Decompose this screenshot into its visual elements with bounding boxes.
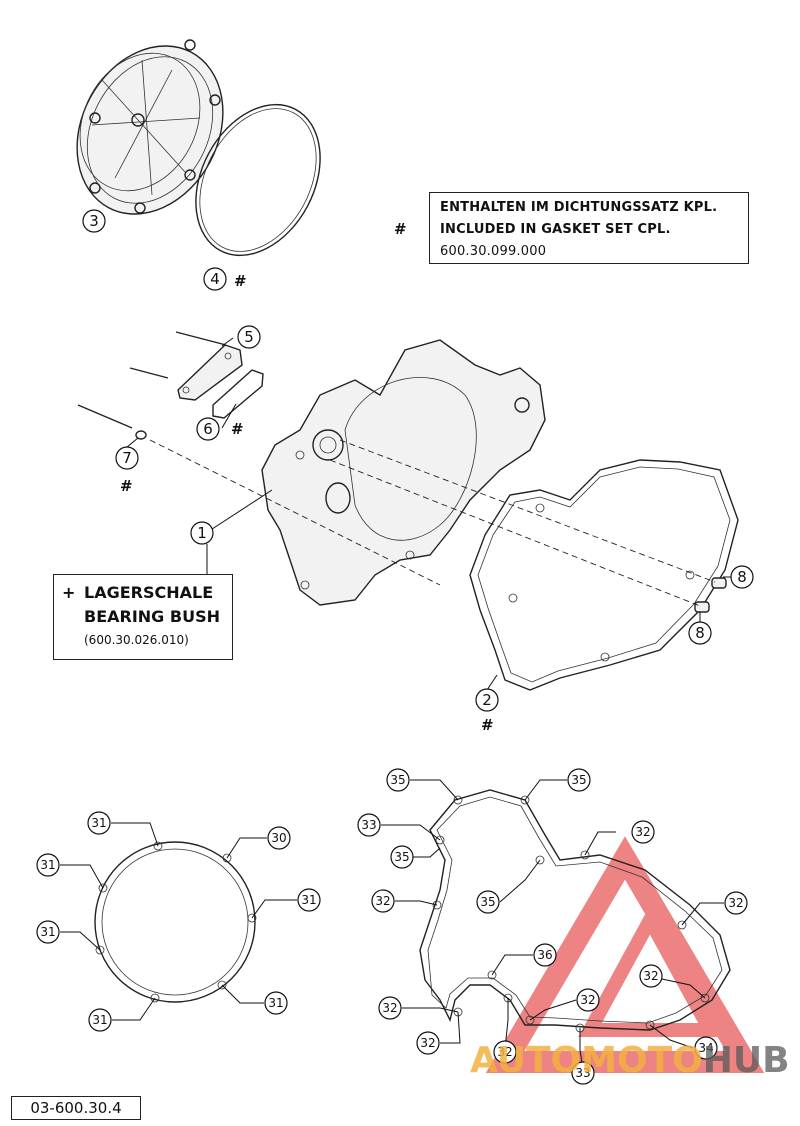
svg-text:32: 32 — [382, 1001, 397, 1015]
callout-30: 30 — [267, 826, 291, 850]
assembly-axis-lines — [149, 439, 716, 607]
gasket-set-note-line2: INCLUDED IN GASKET SET CPL. — [440, 222, 671, 237]
callout-32-inner: 32 — [576, 988, 600, 1012]
svg-text:31: 31 — [40, 925, 55, 939]
outer-clutch-cover — [76, 39, 224, 215]
svg-text:31: 31 — [268, 996, 283, 1010]
callout-31-right: 31 — [297, 888, 321, 912]
callout-7: 7 — [115, 446, 139, 470]
svg-text:1: 1 — [197, 524, 207, 542]
document-number: 03-600.30.4 — [11, 1096, 141, 1120]
hash-marker-7: # — [120, 477, 133, 495]
callout-6: 6 — [196, 417, 220, 441]
svg-text:33: 33 — [575, 1066, 590, 1080]
svg-text:8: 8 — [695, 624, 705, 642]
svg-text:5: 5 — [244, 328, 254, 346]
leader-lines — [60, 337, 732, 1071]
watermark-text-part1: AUTOMOTO — [470, 1040, 703, 1081]
svg-text:35: 35 — [394, 850, 409, 864]
plus-marker: + — [62, 583, 76, 602]
callout-2: 2 — [475, 688, 499, 712]
svg-text:31: 31 — [91, 816, 106, 830]
svg-text:34: 34 — [698, 1041, 713, 1055]
svg-text:31: 31 — [301, 893, 316, 907]
hash-marker-4: # — [234, 272, 247, 290]
callout-32-lower-left: 32 — [378, 996, 402, 1020]
hash-marker-6: # — [231, 420, 244, 438]
cover-o-ring — [195, 103, 321, 257]
gasket-set-note-line1: ENTHALTEN IM DICHTUNGSSATZ KPL. — [440, 200, 718, 215]
bolt-and-washer — [77, 404, 147, 440]
svg-text:32: 32 — [420, 1036, 435, 1050]
svg-text:32: 32 — [375, 894, 390, 908]
callout-31-bottom: 31 — [88, 1008, 112, 1032]
callout-35-top-left: 35 — [386, 768, 410, 792]
svg-text:32: 32 — [728, 896, 743, 910]
callout-34: 34 — [694, 1036, 718, 1060]
bearing-bush-note-line1: LAGERSCHALE — [84, 583, 214, 602]
callout-31-left-lower: 31 — [36, 920, 60, 944]
svg-text:31: 31 — [92, 1013, 107, 1027]
main-engine-cover — [261, 339, 546, 606]
svg-text:32: 32 — [643, 969, 658, 983]
bearing-bush-note: + LAGERSCHALE BEARING BUSH (600.30.026.01… — [53, 574, 233, 660]
callout-32-bottom: 32 — [493, 1040, 517, 1064]
callout-32-upper-right: 32 — [631, 820, 655, 844]
svg-text:4: 4 — [210, 270, 220, 288]
bearing-bush-note-number: (600.30.026.010) — [84, 633, 189, 647]
callout-8-upper: 8 — [730, 565, 754, 589]
callout-32-right: 32 — [724, 891, 748, 915]
bearing-bush-note-line2: BEARING BUSH — [84, 607, 220, 626]
svg-text:31: 31 — [40, 858, 55, 872]
callout-32-left: 32 — [371, 889, 395, 913]
svg-text:32: 32 — [497, 1045, 512, 1059]
callout-31-top: 31 — [87, 811, 111, 835]
svg-text:35: 35 — [390, 773, 405, 787]
watermark-text-part2: HUB — [702, 1040, 790, 1081]
hash-marker-2: # — [481, 716, 494, 734]
callout-4: 4 — [203, 267, 227, 291]
dowel-pins — [694, 577, 727, 613]
svg-text:33: 33 — [361, 818, 376, 832]
callout-3: 3 — [82, 209, 106, 233]
svg-text:32: 32 — [635, 825, 650, 839]
callout-32-bottom-left: 32 — [416, 1031, 440, 1055]
clutch-cover-gasket-ring — [94, 841, 257, 1003]
watermark-text: AUTOMOTOHUB — [470, 1040, 790, 1081]
svg-text:35: 35 — [480, 895, 495, 909]
callout-35-top-right: 35 — [567, 768, 591, 792]
svg-text:2: 2 — [482, 691, 492, 709]
callout-1: 1 — [190, 521, 214, 545]
gasket-set-note-number: 600.30.099.000 — [440, 244, 547, 259]
svg-text:32: 32 — [580, 993, 595, 1007]
svg-text:8: 8 — [737, 568, 747, 586]
callout-31-left-upper: 31 — [36, 853, 60, 877]
callout-35-center: 35 — [476, 890, 500, 914]
callout-8-lower: 8 — [688, 621, 712, 645]
svg-text:7: 7 — [122, 449, 132, 467]
gasket-set-markers: # # # # # — [120, 220, 494, 734]
callout-35-left: 35 — [390, 845, 414, 869]
callout-33-upper: 33 — [357, 813, 381, 837]
svg-text:35: 35 — [571, 773, 586, 787]
callout-5: 5 — [237, 325, 261, 349]
callout-32-inner-right: 32 — [639, 964, 663, 988]
svg-text:30: 30 — [271, 831, 286, 845]
main-cover-gasket — [469, 459, 739, 691]
callout-31-bottom-right: 31 — [264, 991, 288, 1015]
hash-marker-note: # — [394, 220, 407, 238]
svg-text:3: 3 — [89, 212, 99, 230]
svg-text:6: 6 — [203, 420, 213, 438]
small-cover-plate — [129, 331, 243, 401]
gasket-set-note: ENTHALTEN IM DICHTUNGSSATZ KPL. INCLUDED… — [429, 192, 749, 264]
callout-36: 36 — [533, 943, 557, 967]
svg-text:36: 36 — [537, 948, 552, 962]
callout-33-bottom: 33 — [571, 1061, 595, 1085]
small-cover-gasket — [212, 369, 264, 419]
